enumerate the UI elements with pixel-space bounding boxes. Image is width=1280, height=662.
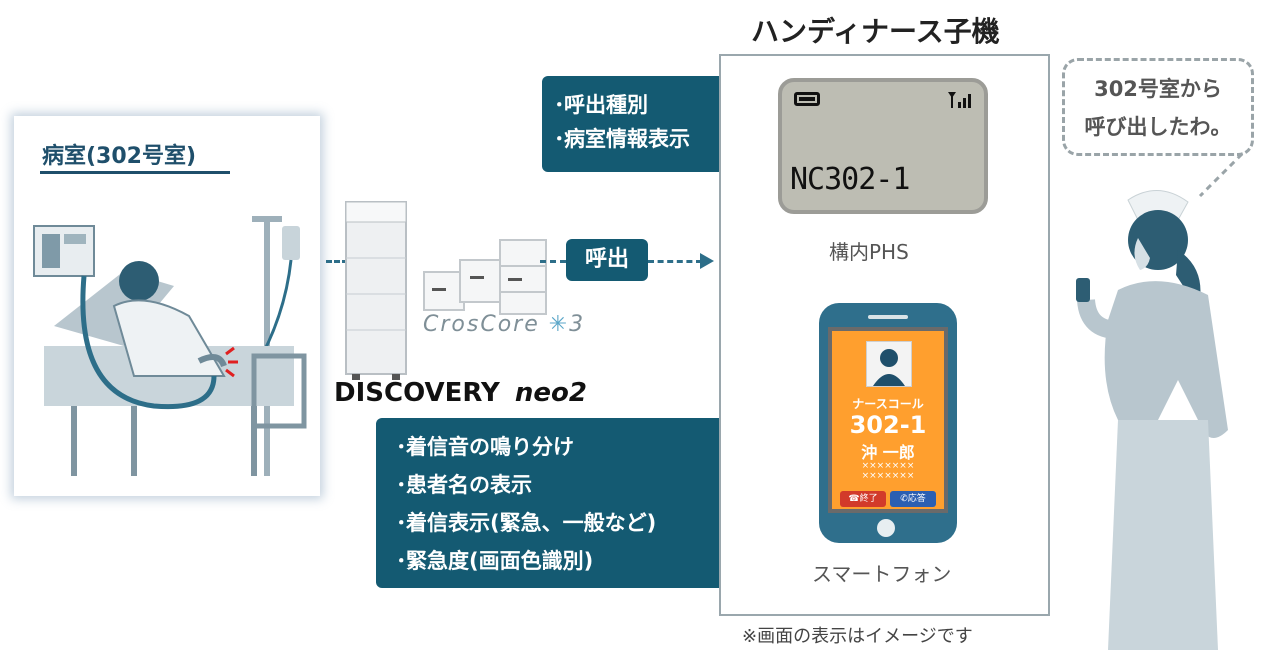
arrow-head-icon bbox=[700, 253, 714, 269]
speech-line-1: 302号室から bbox=[1094, 77, 1222, 101]
discovery-label: DISCOVERY neo2 bbox=[334, 378, 587, 408]
speech-bubble: 302号室から 呼び出したわ。 bbox=[1062, 58, 1254, 156]
smartphone: ナースコール 302-1 沖 一郎 ××××××× ××××××× ☎終了 ✆応… bbox=[819, 303, 957, 543]
handset-title: ハンディナース子機 bbox=[751, 15, 1000, 48]
nurse-illustration bbox=[1076, 190, 1228, 650]
room-title: 病室(302号室) bbox=[42, 144, 197, 169]
avatar-icon bbox=[866, 341, 912, 387]
masked-info: ××××××× ××××××× bbox=[832, 461, 944, 481]
crosscore-label: CrosCore ✳3 bbox=[423, 312, 585, 337]
speech-bubble-tail bbox=[1198, 152, 1244, 198]
image-note: ※画面の表示はイメージです bbox=[742, 626, 973, 647]
phone-answer-icon: ✆ bbox=[900, 494, 908, 504]
phone-hangup-icon: ☎ bbox=[848, 494, 860, 504]
callout-bottom-line-2: 患者名の表示 bbox=[406, 473, 532, 497]
crosscore-text: CrosCore bbox=[423, 312, 540, 337]
smartphone-screen: ナースコール 302-1 沖 一郎 ××××××× ××××××× ☎終了 ✆応… bbox=[828, 327, 948, 513]
signal-icon bbox=[948, 92, 971, 108]
patient-name: 沖 一郎 bbox=[861, 443, 915, 462]
patient-room-card: 病室(302号室) bbox=[14, 116, 320, 496]
callout-smartphone-features: ･着信音の鳴り分け ･患者名の表示 ･着信表示(緊急、一般など) ･緊急度(画面… bbox=[376, 418, 748, 588]
nurse-call-text: ナースコール bbox=[852, 397, 924, 411]
room-title-underline bbox=[40, 171, 230, 174]
phs-label: 構内PHS bbox=[829, 240, 909, 264]
home-button[interactable] bbox=[877, 519, 895, 537]
callout-bottom-line-1: 着信音の鳴り分け bbox=[406, 435, 574, 459]
connector-room-system bbox=[326, 260, 356, 263]
patient-in-bed-illustration bbox=[33, 216, 307, 476]
answer-call-label: 応答 bbox=[907, 494, 926, 504]
masked-line-2: ××××××× bbox=[861, 471, 915, 481]
callout-top-line-2: 病室情報表示 bbox=[564, 127, 690, 151]
battery-icon bbox=[794, 92, 820, 106]
callout-top-line-1: 呼出種別 bbox=[564, 93, 648, 117]
smartphone-speaker bbox=[868, 315, 908, 319]
speech-line-2: 呼び出したわ。 bbox=[1084, 115, 1232, 139]
callout-bottom-line-3: 着信表示(緊急、一般など) bbox=[406, 511, 657, 535]
end-call-button[interactable]: ☎終了 bbox=[840, 491, 886, 507]
masked-line-1: ××××××× bbox=[861, 461, 915, 471]
callout-bottom-line-4: 緊急度(画面色識別) bbox=[406, 549, 594, 573]
phs-screen-text: NC302-1 bbox=[790, 162, 910, 197]
smartphone-label: スマートフォン bbox=[812, 562, 952, 586]
crosscore-asterisk-icon: ✳ bbox=[548, 312, 570, 337]
callout-phs-features: ･呼出種別 ･病室情報表示 bbox=[542, 76, 752, 172]
phs-screen: NC302-1 bbox=[778, 78, 988, 214]
call-label: 呼出 bbox=[566, 239, 648, 281]
end-call-label: 終了 bbox=[859, 494, 878, 504]
crosscore-suffix: 3 bbox=[569, 312, 586, 337]
discovery-text: DISCOVERY bbox=[334, 378, 500, 408]
answer-call-button[interactable]: ✆応答 bbox=[890, 491, 936, 507]
smartphone-room-number: 302-1 bbox=[849, 411, 927, 439]
connector-system-call bbox=[540, 260, 566, 263]
connector-call-handset bbox=[648, 260, 702, 263]
discovery-suffix: neo2 bbox=[514, 378, 587, 408]
server-equipment-illustration bbox=[345, 201, 547, 380]
